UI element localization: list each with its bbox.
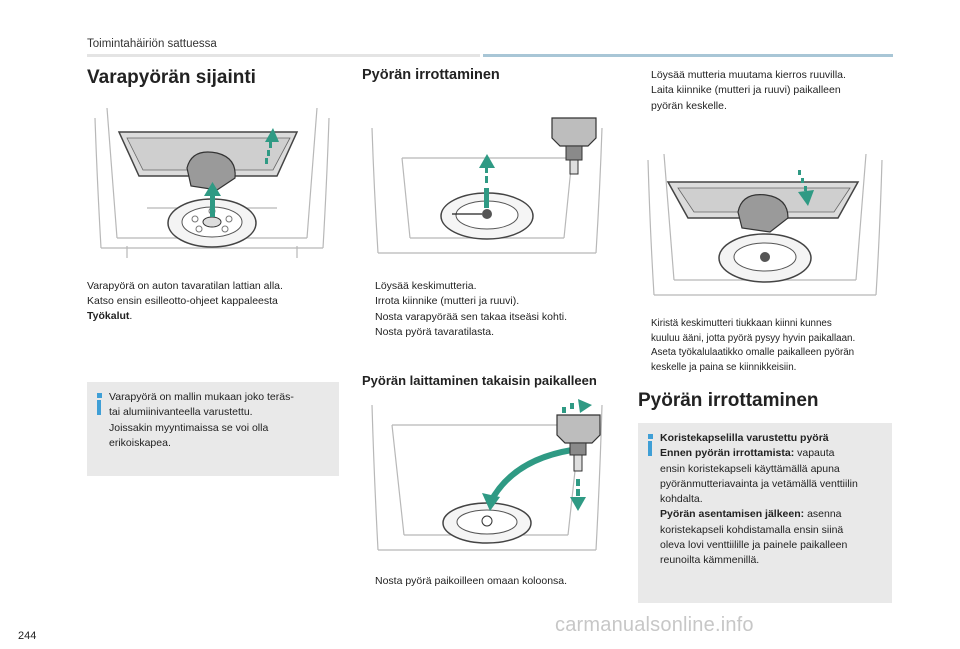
refit-title: Pyörän laittaminen takaisin paikalleen [362,373,597,388]
step-item: Nosta pyörä paikoilleen omaan koloonsa. [375,575,568,587]
note-heading: Koristekapselilla varustettu pyörä [660,432,829,444]
wheel-refit-illustration [371,399,603,551]
note-line: ensin koristekapseli käyttämällä apuna [660,462,840,475]
info-icon [647,434,655,456]
tighten-steps: Kiristä keskimutteri tiukkaan kiinni kun… [638,317,898,375]
note-line: tai alumiinivanteella varustettu. [109,406,253,419]
body-line: Varapyörä on auton tavaratilan lattian a… [87,280,283,292]
removal-title-2: Pyörän irrottaminen [638,390,819,411]
note-line: koristekapseli kohdistamalla ensin siinä [660,523,844,536]
wheel-tighten-illustration [647,153,883,296]
watermark: carmanualsonline.info [555,614,754,636]
step-item: Irrota kiinnike (mutteri ja ruuvi). [375,295,520,308]
note-line: pyöränmutteriavainta ja vetämällä ventti… [660,477,858,490]
body-line: Katso ensin esilleotto-ohjeet kappaleest… [87,295,278,307]
page-number: 244 [18,630,37,642]
spare-wheel-location-illustration [94,107,330,258]
location-description: Varapyörä on auton tavaratilan lattian a… [87,279,337,324]
removal-title: Pyörän irrottaminen [362,67,500,83]
refit-steps-continued: Löysää mutteria muutama kierros ruuvilla… [638,68,893,114]
wheel-removal-illustration [371,117,603,254]
step-item: Nosta varapyörää sen takaa itseäsi kohti… [375,310,568,323]
note-line: reunoilta kämmenillä. [660,554,760,567]
removal-steps: Löysää keskimutteria. Irrota kiinnike (m… [362,279,617,340]
section-header: Toimintahäiriön sattuessa [87,38,217,50]
body-end: . [129,310,133,322]
header-rule [87,54,480,57]
step-item: Löysää keskimutteria. [375,280,477,292]
location-title: Varapyörän sijainti [87,67,256,88]
note-before-label: Ennen pyörän irrottamista: [660,447,795,460]
step-item: Laita kiinnike (mutteri ja ruuvi) paikal… [651,84,841,112]
step-item: Löysää mutteria muutama kierros ruuvilla… [651,69,846,81]
note-line: kohdalta. [660,493,703,506]
tools-reference: Työkalut [87,310,130,322]
info-note-rim-type: Varapyörä on mallin mukaan joko teräs- t… [87,382,339,476]
note-line: Varapyörä on mallin mukaan joko teräs- [109,391,294,403]
step-item: Aseta työkalulaatikko omalle paikalleen … [651,347,855,373]
note-after-label: Pyörän asentamisen jälkeen: [660,508,805,521]
refit-steps: Nosta pyörä paikoilleen omaan koloonsa. [362,574,617,589]
info-note-hubcap: Koristekapselilla varustettu pyörä Ennen… [638,423,892,603]
info-icon [96,393,104,415]
note-line: Joissakin myyntimaissa se voi olla [109,421,269,434]
note-line: erikoiskapea. [109,436,171,449]
step-item: Kiristä keskimutteri tiukkaan kiinni kun… [651,318,856,344]
header-rule-accent [483,54,893,57]
step-item: Nosta pyörä tavaratilasta. [375,325,495,338]
note-line: oleva lovi venttiilille ja painele paika… [660,539,848,552]
